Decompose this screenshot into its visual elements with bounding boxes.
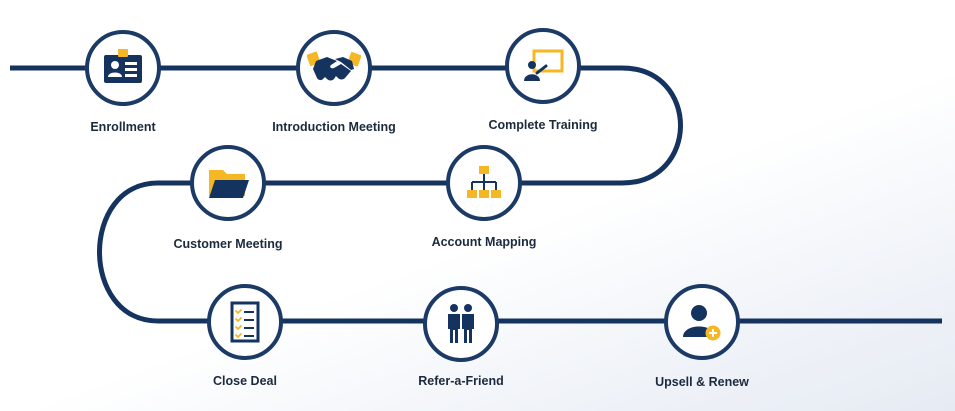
step-customer-meeting-label: Customer Meeting xyxy=(173,237,283,251)
checklist-icon xyxy=(230,301,260,343)
step-complete-training-node xyxy=(505,28,581,104)
step-close-deal-label: Close Deal xyxy=(213,374,277,388)
step-upsell-renew-node xyxy=(664,284,740,360)
org-chart-icon xyxy=(467,166,501,198)
add-user-icon xyxy=(683,305,721,341)
presentation-board-icon xyxy=(524,49,564,81)
step-introduction-meeting-label: Introduction Meeting xyxy=(272,120,396,134)
handshake-icon xyxy=(307,51,361,81)
step-enrollment-label: Enrollment xyxy=(90,120,156,134)
step-refer-a-friend-label: Refer-a-Friend xyxy=(418,374,504,388)
step-account-mapping-label: Account Mapping xyxy=(431,235,537,249)
step-enrollment-node xyxy=(85,30,161,106)
step-customer-meeting-node xyxy=(190,145,266,221)
step-upsell-renew-label: Upsell & Renew xyxy=(655,375,749,389)
step-complete-training-label: Complete Training xyxy=(488,118,598,132)
step-close-deal-node xyxy=(207,284,283,360)
folder-icon xyxy=(209,170,249,198)
step-introduction-meeting-node xyxy=(296,30,372,106)
step-refer-a-friend-node xyxy=(423,286,499,362)
two-people-icon xyxy=(448,304,474,343)
step-account-mapping-node xyxy=(446,145,522,221)
id-badge-icon xyxy=(104,49,142,83)
